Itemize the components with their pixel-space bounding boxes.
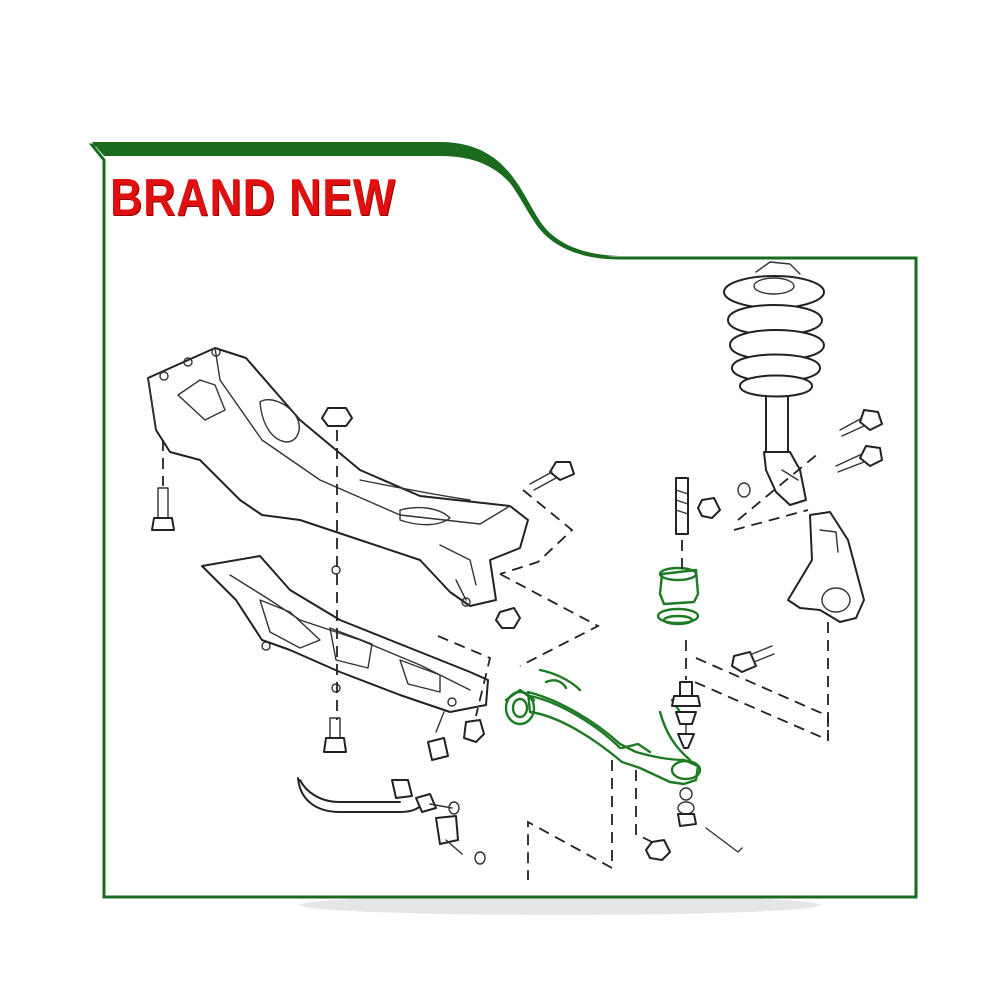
bolt-skid-left: [323, 717, 347, 753]
brand-new-badge: BRAND NEW: [110, 169, 396, 227]
green-tab-band: [92, 142, 620, 256]
knuckle-bolt: [731, 645, 775, 673]
bolt-crossmember-right: [529, 461, 575, 491]
bolt-skid-right: [427, 711, 449, 761]
link-nut: [645, 839, 671, 861]
front-crossmember: [147, 347, 529, 607]
bolt-crossmember-left: [151, 487, 175, 531]
nut-skid-right: [463, 719, 485, 743]
skid-plate: [201, 555, 489, 713]
coil-spring-strut-assembly: [723, 261, 825, 506]
lower-control-arm: [526, 668, 702, 786]
nut-crossmember-top: [321, 407, 353, 427]
strut-nut-washer: [697, 482, 751, 519]
rear-bushing: [656, 566, 700, 626]
control-arm-bushing: [504, 688, 536, 726]
bushing-stud: [675, 477, 689, 535]
ball-joint-stud: [671, 681, 701, 749]
stabilizer-link: [415, 793, 486, 865]
frame-shadow: [300, 895, 820, 915]
assembly-dashed-lines: [162, 430, 829, 880]
steering-knuckle: [787, 511, 865, 623]
ball-joint-nut: [677, 787, 743, 853]
nut-crossmember-lower: [495, 607, 521, 629]
strut-bolts: [835, 409, 883, 473]
